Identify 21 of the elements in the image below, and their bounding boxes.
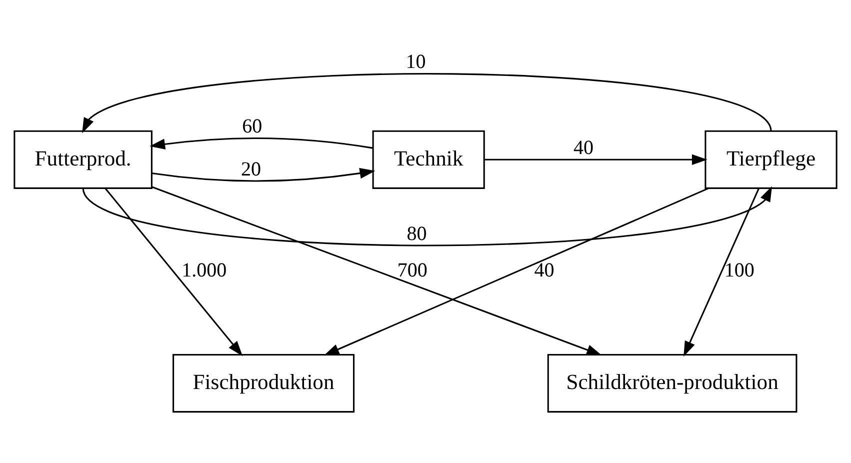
arrow [104,187,243,356]
arrow [484,154,708,165]
arrow [150,136,374,150]
arrow [152,167,376,182]
node-box: Technik [372,130,485,188]
edge-label: 1.000 [182,259,227,282]
edge-label: 60 [242,115,262,138]
arrow [152,186,602,355]
node-box: Tierpflege [704,130,838,188]
arrow [684,187,760,356]
edge-label: 80 [406,222,427,244]
edge-label: 700 [397,259,428,282]
arrow [324,187,710,356]
edge-label: 20 [241,158,262,180]
edge-label: 10 [406,50,426,73]
edge-label: 40 [534,259,554,282]
node-box: Schildkröten-produktion [547,354,798,412]
node-box: Fischproduktion [172,354,355,412]
node-box: Futterprod. [14,130,152,188]
edge-label: 40 [574,136,594,159]
edge-label: 100 [724,259,754,282]
